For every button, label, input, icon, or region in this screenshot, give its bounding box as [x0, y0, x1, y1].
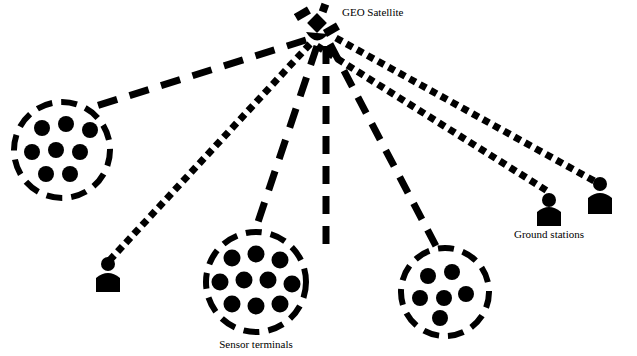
sensor-cluster-icon: [196, 228, 316, 336]
ground-station-node: Ground stations: [514, 192, 584, 241]
dashed-link: [256, 46, 317, 228]
sensor-cluster-node: Sensor terminals: [196, 228, 316, 351]
sensor-cluster: [14, 102, 110, 198]
dotted-link: [336, 38, 596, 182]
ground-station-icon: [535, 192, 563, 226]
dashed-link: [90, 40, 306, 108]
satellite-icon: [294, 2, 340, 46]
cluster-ring: [14, 102, 110, 198]
dashed-link: [317, 46, 549, 192]
ground-station: [588, 177, 612, 214]
node-label: Sensor terminals: [219, 338, 293, 351]
cluster-ring: [401, 248, 489, 336]
node-label: Ground stations: [514, 228, 584, 241]
dashed-link: [323, 46, 330, 250]
satellite-node: GEO Satellite: [294, 2, 403, 46]
ground-station: [96, 257, 120, 292]
dashed-link: [330, 44, 438, 250]
link-lines: [90, 38, 596, 262]
sensor-cluster: [401, 248, 489, 336]
node-label: GEO Satellite: [342, 6, 403, 19]
